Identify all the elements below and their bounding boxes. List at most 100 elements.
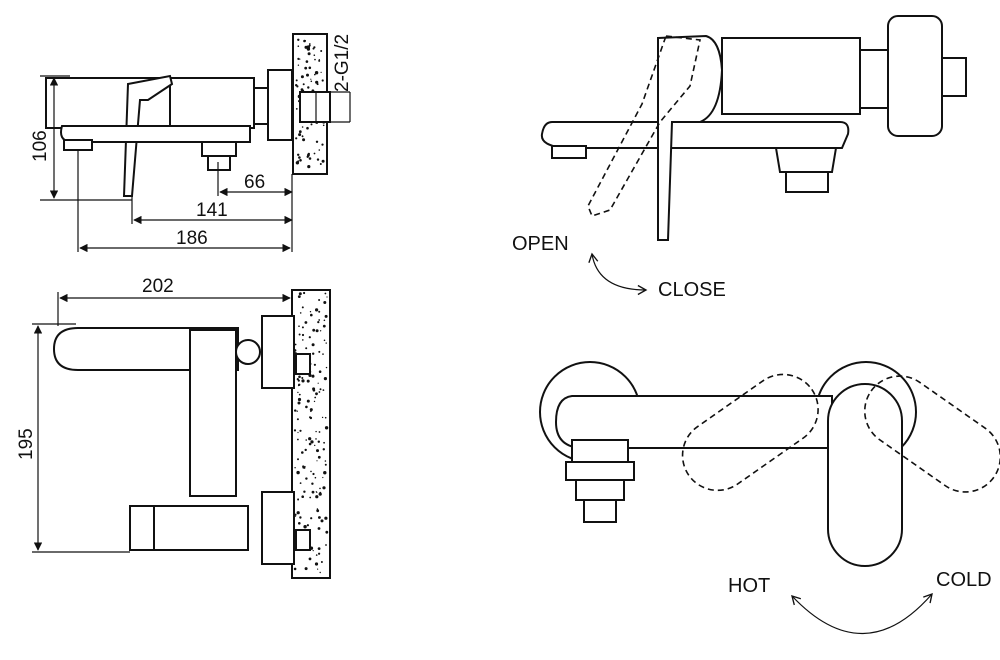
wall-speck bbox=[305, 60, 309, 63]
wall-speck bbox=[315, 140, 319, 143]
wall-speck bbox=[321, 79, 324, 82]
wall-speck bbox=[302, 339, 304, 341]
wall-speck bbox=[315, 438, 317, 440]
wall-speck bbox=[323, 319, 326, 322]
dimension-202: 202 bbox=[57, 276, 291, 326]
wall-speck bbox=[317, 440, 320, 443]
wall-speck bbox=[315, 308, 319, 312]
front-view-right: HOT COLD bbox=[539, 361, 1000, 635]
wall-speck bbox=[324, 416, 327, 419]
wall-speck bbox=[297, 391, 299, 394]
wall-speck bbox=[309, 311, 312, 313]
wall-speck bbox=[318, 319, 321, 321]
wall-speck bbox=[298, 133, 302, 137]
wall-speck bbox=[317, 527, 321, 530]
wall-speck bbox=[308, 437, 312, 441]
wall-speck bbox=[298, 325, 300, 328]
svg-text:66: 66 bbox=[244, 172, 265, 193]
wall-speck bbox=[298, 333, 301, 336]
wall-speck bbox=[306, 524, 309, 527]
wall-speck bbox=[322, 476, 324, 479]
wall-speck bbox=[296, 418, 299, 421]
wall-speck bbox=[324, 460, 327, 462]
wall-speck bbox=[296, 511, 300, 515]
wall-speck bbox=[318, 310, 321, 313]
wall-speck bbox=[322, 486, 326, 490]
wall-speck bbox=[314, 562, 319, 566]
wall-speck bbox=[294, 343, 297, 346]
wall-speck bbox=[311, 343, 315, 347]
wall-speck bbox=[299, 429, 302, 432]
wall-speck bbox=[310, 78, 312, 80]
wall-speck bbox=[322, 324, 326, 328]
wall-speck bbox=[307, 86, 310, 89]
wall-speck bbox=[308, 66, 312, 70]
wall-speck bbox=[301, 333, 305, 337]
wall-speck bbox=[318, 552, 321, 555]
wall-speck bbox=[302, 83, 305, 86]
wall-speck bbox=[319, 330, 322, 332]
wall-speck bbox=[318, 370, 322, 374]
wall-speck bbox=[321, 416, 324, 419]
wall-speck bbox=[314, 73, 316, 76]
wall-speck bbox=[305, 477, 308, 480]
wall-speck bbox=[314, 396, 317, 399]
lever-top-view bbox=[129, 505, 249, 551]
wall-speck bbox=[296, 410, 298, 412]
wall-speck bbox=[318, 59, 321, 62]
lever-hot-ghost bbox=[681, 373, 819, 492]
wall-speck bbox=[309, 416, 311, 419]
wall-speck bbox=[300, 75, 304, 79]
wall-speck bbox=[309, 496, 312, 499]
wall-speck bbox=[297, 45, 300, 47]
wall-speck bbox=[298, 130, 302, 134]
wall-speck bbox=[297, 458, 299, 461]
wall-speck bbox=[301, 135, 304, 138]
wall-speck bbox=[301, 495, 305, 499]
wall-speck bbox=[316, 509, 320, 513]
wall-speck bbox=[318, 516, 321, 519]
wall-speck bbox=[323, 441, 325, 444]
wall-speck bbox=[306, 399, 310, 403]
svg-text:106: 106 bbox=[30, 130, 51, 162]
wall-speck bbox=[297, 295, 301, 298]
wall-speck bbox=[306, 45, 310, 49]
wall-speck bbox=[320, 71, 322, 73]
lever-front bbox=[827, 383, 903, 567]
wall-speck bbox=[317, 455, 321, 459]
hot-cold-arrow bbox=[791, 592, 933, 635]
wall-speck bbox=[318, 299, 321, 301]
wall-speck bbox=[293, 429, 297, 432]
wall-speck bbox=[317, 321, 320, 324]
svg-text:186: 186 bbox=[176, 228, 208, 249]
open-label: OPEN bbox=[512, 233, 569, 255]
wall-speck bbox=[312, 387, 316, 391]
dimension-141: 141 bbox=[131, 196, 293, 225]
wall-speck bbox=[293, 567, 297, 571]
wall-speck bbox=[310, 517, 313, 520]
wall-speck bbox=[319, 163, 322, 165]
wall-speck bbox=[298, 156, 301, 159]
wall-speck bbox=[297, 431, 299, 434]
wall-speck bbox=[306, 379, 310, 383]
wall-speck bbox=[295, 137, 298, 140]
wall-speck bbox=[314, 444, 316, 447]
wall-speck bbox=[319, 571, 321, 574]
wall-speck bbox=[316, 158, 320, 161]
wall-speck bbox=[316, 449, 319, 453]
wall-speck bbox=[311, 482, 314, 485]
wall-speck bbox=[323, 301, 327, 304]
wall-speck bbox=[310, 123, 313, 126]
wall-speck bbox=[301, 451, 304, 454]
wall-speck bbox=[301, 377, 304, 379]
wall-speck bbox=[323, 339, 326, 342]
open-close-arrow bbox=[588, 252, 648, 296]
wall-speck bbox=[304, 66, 308, 70]
wall-speck bbox=[294, 515, 297, 517]
side-view-left: 2-G1/2 106 66 141 186 bbox=[30, 33, 353, 253]
wall-speck bbox=[306, 126, 309, 130]
wall-speck bbox=[312, 328, 316, 332]
wall-speck bbox=[315, 329, 319, 333]
wall-speck bbox=[314, 476, 317, 479]
